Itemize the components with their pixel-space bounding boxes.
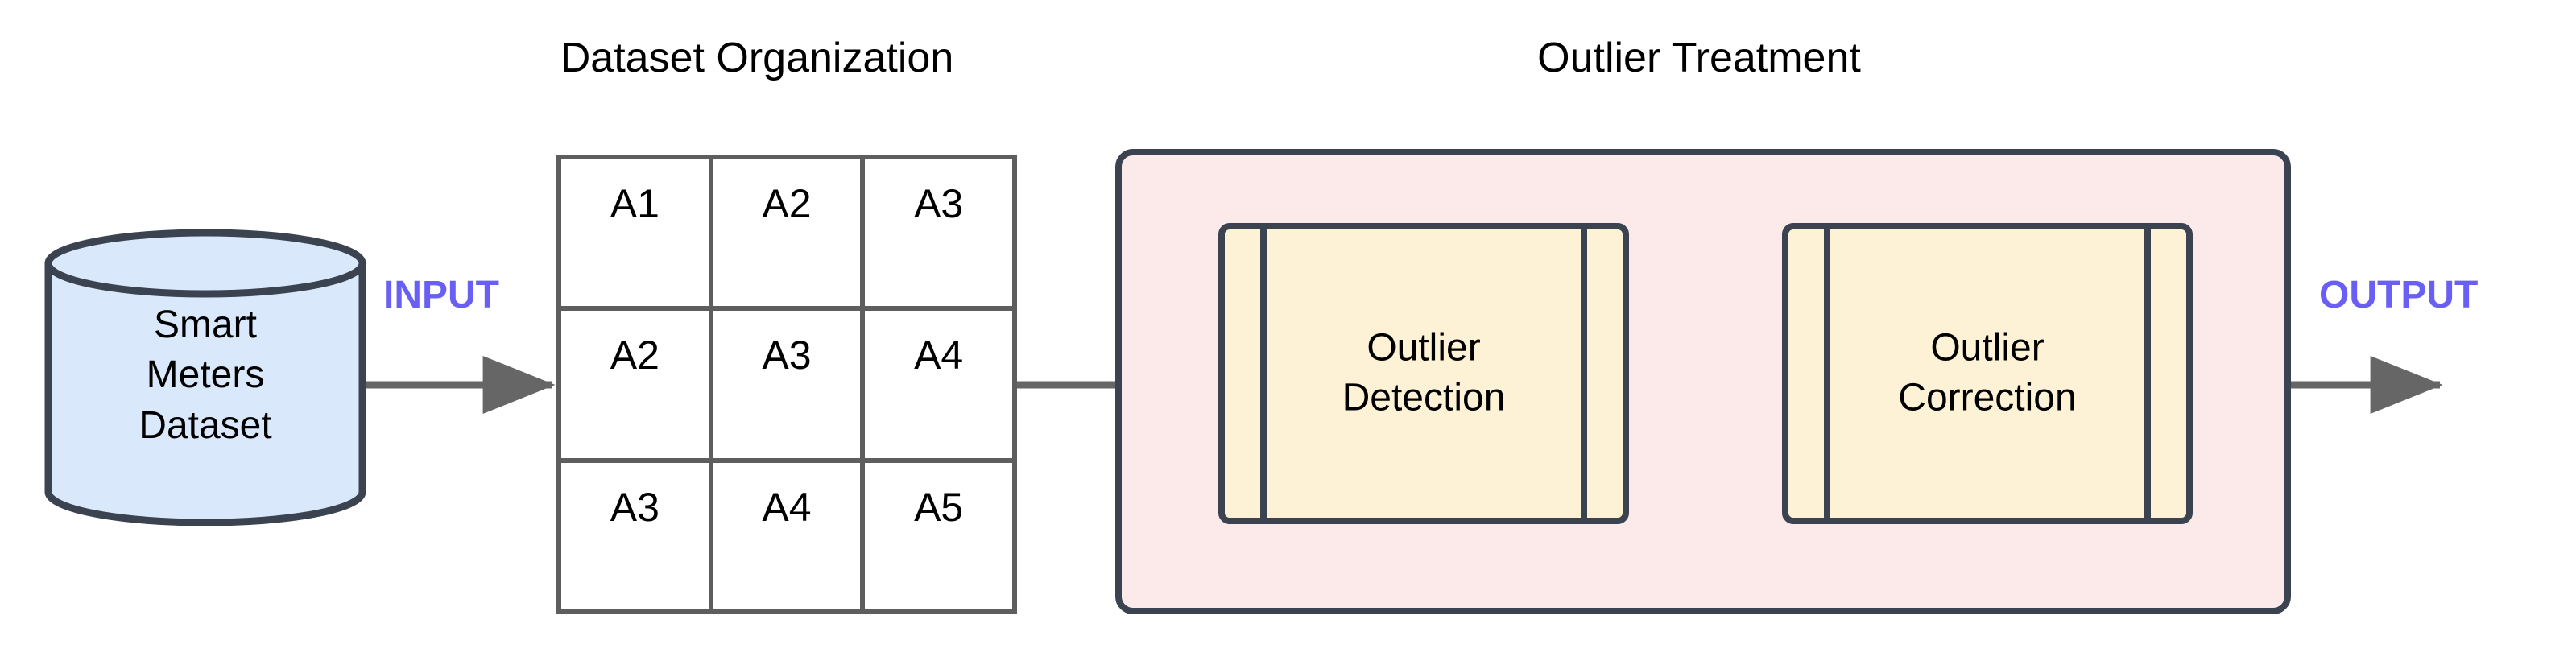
flow-label-output: OUTPUT bbox=[2319, 274, 2479, 316]
section-title-dataset-organization: Dataset Organization bbox=[560, 35, 954, 81]
datastore-label: Smart Meters Dataset bbox=[139, 304, 272, 447]
grid-cell: A4 bbox=[865, 311, 1017, 463]
dataset-grid-table[interactable]: A1 A2 A3 A2 A3 A4 A3 A4 A5 bbox=[556, 155, 1017, 614]
datastore-smart-meters-dataset[interactable]: Smart Meters Dataset bbox=[44, 229, 366, 526]
process-label-outlier-detection: Outlier Detection bbox=[1342, 326, 1506, 419]
grid-cell: A3 bbox=[865, 159, 1017, 312]
process-label-outlier-correction: Outlier Correction bbox=[1898, 326, 2077, 419]
grid-cell: A4 bbox=[713, 462, 866, 614]
grid-cell: A3 bbox=[713, 311, 866, 463]
flow-label-input: INPUT bbox=[383, 274, 499, 316]
grid-cell: A2 bbox=[713, 159, 866, 312]
process-outlier-detection[interactable]: Outlier Detection bbox=[1218, 223, 1629, 524]
section-title-outlier-treatment: Outlier Treatment bbox=[1537, 35, 1861, 81]
grid-cell: A3 bbox=[561, 462, 713, 614]
grid-cell: A2 bbox=[561, 311, 713, 463]
grid-cell: A5 bbox=[865, 462, 1017, 614]
process-outlier-correction[interactable]: Outlier Correction bbox=[1782, 223, 2193, 524]
grid-cell: A1 bbox=[561, 159, 713, 312]
cylinder-icon bbox=[44, 229, 366, 526]
